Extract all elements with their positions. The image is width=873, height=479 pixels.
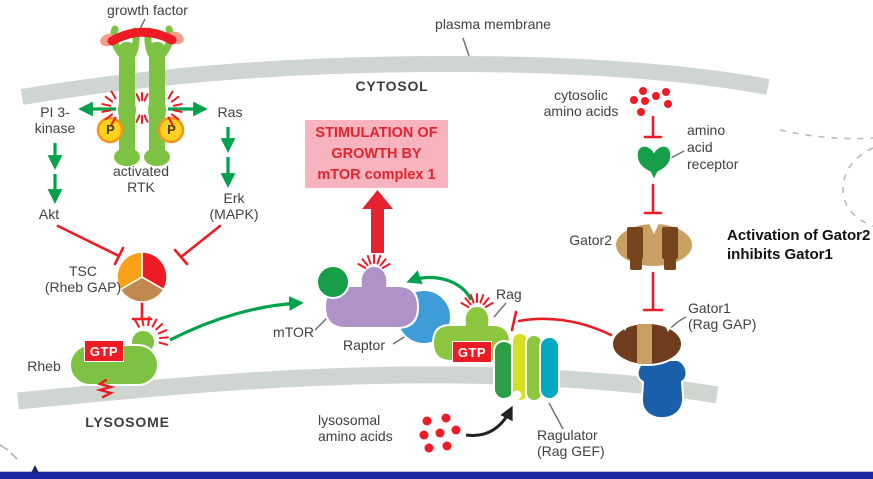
erk-label: Erk (MAPK) <box>209 190 259 222</box>
rheb-membrane-anchor <box>95 378 116 399</box>
overlay-annotation: Activation of Gator2 inhibits Gator1 <box>727 227 871 263</box>
activated-rtk-label: activated RTK <box>112 163 170 195</box>
dashed-marks-bottom-left <box>0 444 18 460</box>
phosphate-left <box>96 116 124 144</box>
growth-factor-ligand <box>107 27 177 46</box>
phosphate-right <box>157 116 185 144</box>
gator2-complex <box>614 219 694 270</box>
gator1-inhibits-rag <box>510 310 613 337</box>
rtk-burst-right <box>167 90 183 126</box>
pi3-kinase-label: PI 3- kinase <box>34 104 76 136</box>
gator1-complex <box>611 320 688 420</box>
aminoacids-inhibit-receptor <box>643 115 663 139</box>
stimulation-arrow <box>362 190 393 253</box>
akt-inhibits-tsc <box>56 224 125 266</box>
lysosomal-aa-arrow <box>465 405 513 437</box>
ragulator-pore <box>512 390 522 400</box>
dashed-curve-right <box>779 129 873 227</box>
ragulator-label: Ragulator (Rag GEF) <box>537 427 605 459</box>
cytosolic-amino-acids-label: cytosolic amino acids <box>543 87 619 119</box>
mtor-burst <box>357 254 391 269</box>
rheb-label: Rheb <box>27 358 61 374</box>
lysosome-label: LYSOSOME <box>85 414 170 430</box>
lysosomal-amino-acids-label: lysosomal amino acids <box>318 412 393 444</box>
rheb-to-mtor-arrow <box>169 296 304 342</box>
scrubber-bar[interactable] <box>0 471 873 479</box>
mtor-green-subunit <box>316 265 350 299</box>
ras-label: Ras <box>217 104 243 120</box>
inhibition-lines <box>56 115 664 337</box>
plasma-membrane-label: plasma membrane <box>435 16 551 32</box>
ragulator-complex <box>493 332 560 402</box>
tsc-complex <box>116 251 168 303</box>
receptor-inhibits-gator2 <box>643 183 663 215</box>
activation-arrows <box>47 101 473 342</box>
rag-gtp-badge: GTP <box>452 341 492 363</box>
amino-acid-receptor-label: amino acid receptor <box>687 122 739 172</box>
lysosomal-amino-acid-dots <box>419 413 461 453</box>
growth-factor-label: growth factor <box>107 2 188 18</box>
gator1-anchor <box>636 359 688 420</box>
rag-burst <box>460 293 494 308</box>
rtk-burst-mid-up <box>135 92 149 102</box>
rag-to-mtor-arrow <box>406 270 473 301</box>
erk-inhibits-tsc <box>173 224 222 266</box>
rtk-burst-mid-down <box>135 114 149 124</box>
gator1-label: Gator1 (Rag GAP) <box>688 300 757 332</box>
amino-acid-receptor <box>636 145 672 182</box>
scrubber-cursor[interactable] <box>31 465 39 473</box>
rheb-gtp-badge: GTP <box>84 340 124 362</box>
mtor-label: mTOR <box>273 324 314 340</box>
mtor-subunit <box>323 264 420 329</box>
gator2-inhibits-gator1 <box>642 271 664 312</box>
akt-label: Akt <box>38 206 60 222</box>
plasma-membrane-band <box>20 55 770 105</box>
rag-label: Rag <box>496 286 522 302</box>
gator2-label: Gator2 <box>569 232 612 248</box>
phosphate-label-right: P <box>167 122 176 137</box>
phosphate-label-left: P <box>106 122 115 137</box>
rtk-burst-left <box>101 90 117 126</box>
tsc-label: TSC (Rheb GAP) <box>44 263 122 295</box>
cytosol-label: CYTOSOL <box>355 78 429 94</box>
cytosolic-amino-acid-dots <box>630 87 672 116</box>
activated-rtk-receptor <box>96 25 185 166</box>
stimulation-box: STIMULATION OF GROWTH BY mTOR complex 1 <box>305 120 448 188</box>
raptor-label: Raptor <box>342 337 386 353</box>
rheb-burst <box>134 316 169 346</box>
